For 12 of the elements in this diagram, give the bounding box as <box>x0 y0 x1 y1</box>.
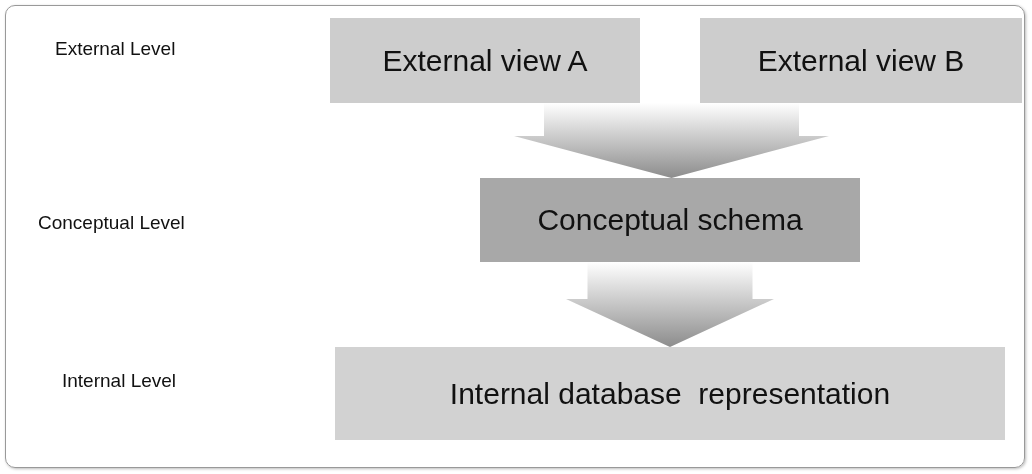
level-label: External Level <box>55 38 176 60</box>
level-label: Conceptual Level <box>38 212 185 234</box>
box-label: External view A <box>382 43 588 78</box>
box <box>700 18 1022 103</box>
box <box>335 347 1005 440</box>
box <box>480 178 860 262</box>
block-arrow <box>514 103 829 178</box>
box-label: Internal database representation <box>449 376 891 411</box>
box-label: External view B <box>757 43 965 78</box>
box <box>330 18 640 103</box>
box-label: Conceptual schema <box>537 203 803 237</box>
level-label: Internal Level <box>62 370 177 392</box>
